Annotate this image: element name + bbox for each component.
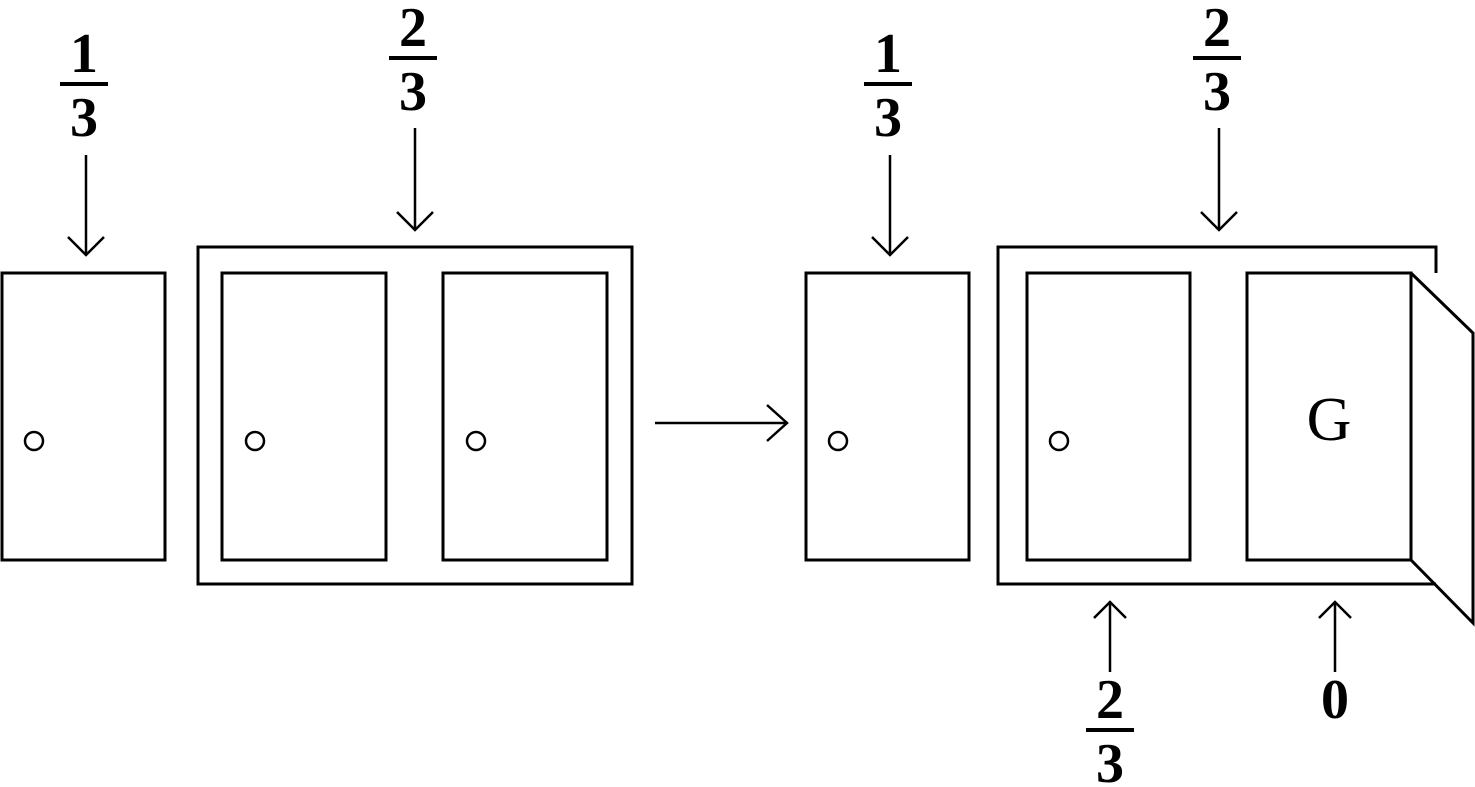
door-frame: [1245, 271, 1413, 562]
transition-arrow: [655, 404, 789, 442]
door-knob: [244, 430, 266, 452]
fraction-denominator: 3: [1096, 733, 1124, 787]
door-knob: [1048, 430, 1070, 452]
door-pair-enclosure: [996, 245, 1438, 586]
right-single-door-fraction: 1 3: [864, 23, 912, 149]
fraction-numerator: 2: [399, 0, 427, 59]
door: [804, 271, 971, 562]
door: [0, 271, 167, 562]
right-pair-fraction: 2 3: [1193, 0, 1241, 123]
up-arrow: [1093, 600, 1127, 672]
door-pair-enclosure: [196, 245, 634, 586]
left-single-door-fraction: 1 3: [60, 23, 108, 149]
door-knob: [23, 430, 45, 452]
left-pair-fraction: 2 3: [389, 0, 437, 123]
goat-label: G: [1307, 386, 1352, 454]
right-closed-door-fraction: 2 3: [1086, 669, 1134, 787]
door: [1025, 271, 1192, 562]
door-knob: [465, 430, 487, 452]
fraction-denominator: 3: [1203, 61, 1231, 123]
up-arrow: [1318, 600, 1352, 672]
fraction-numerator: 1: [70, 23, 98, 85]
opened-door: G: [1245, 271, 1475, 627]
fraction-numerator: 1: [874, 23, 902, 85]
fraction-numerator: 2: [1096, 669, 1124, 731]
door: [220, 271, 388, 562]
left-scene: 1 3 2 3: [0, 0, 634, 586]
fraction-numerator: 2: [1203, 0, 1231, 59]
door-knob: [827, 430, 849, 452]
down-arrow: [396, 128, 434, 232]
door-panel-swung-open: [1409, 271, 1475, 627]
down-arrow: [871, 155, 909, 257]
down-arrow: [1200, 128, 1238, 232]
opened-door-probability: 0: [1321, 669, 1349, 731]
fraction-denominator: 3: [874, 87, 902, 149]
down-arrow: [67, 155, 105, 257]
fraction-denominator: 3: [70, 87, 98, 149]
right-scene: 1 3 2 3: [804, 0, 1475, 787]
fraction-denominator: 3: [399, 61, 427, 123]
door: [441, 271, 609, 562]
